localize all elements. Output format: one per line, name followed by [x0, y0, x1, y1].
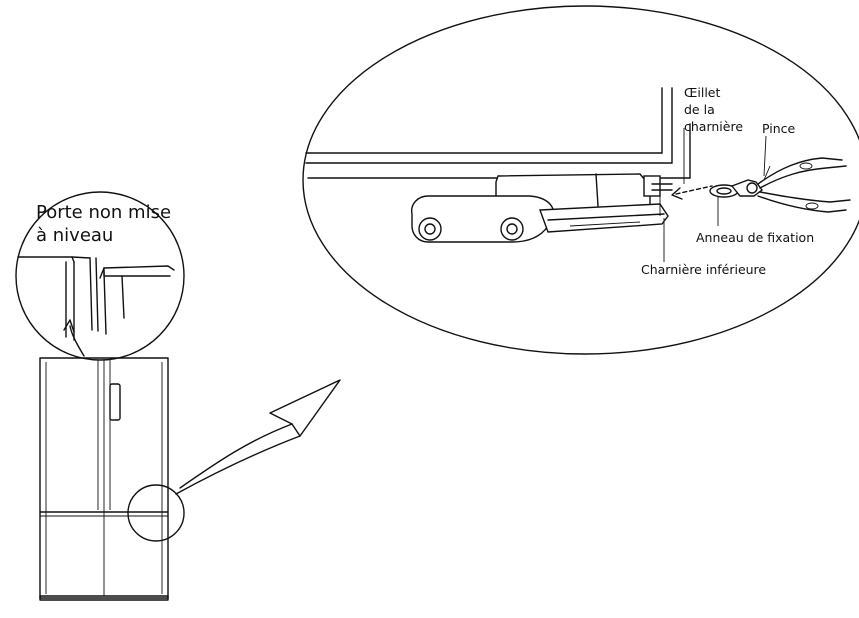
arrow-to-large-detail	[175, 379, 341, 495]
fridge-display-panel	[109, 383, 121, 421]
removal-direction-arrow	[675, 185, 713, 195]
refrigerator	[39, 357, 169, 601]
retaining-ring-label: Anneau de fixation	[696, 230, 814, 245]
detail-circle-small	[15, 191, 185, 361]
hinge-eyelet-label-line1: Œillet	[684, 85, 720, 100]
hinge-highlight-circle	[127, 484, 185, 542]
fridge-body	[39, 357, 169, 599]
door-not-level-label-line1: Porte non mise	[36, 202, 171, 223]
fridge-base	[39, 595, 169, 601]
uneven-door-detail: Porte non mise à niveau	[15, 191, 185, 361]
removal-arrow-head	[671, 187, 683, 200]
door-not-level-label-line2: à niveau	[36, 225, 113, 246]
pliers	[730, 157, 851, 213]
detail-ellipse-large	[302, 5, 859, 355]
lower-hinge-label: Charnière inférieure	[641, 262, 766, 277]
door-bottom-edge	[305, 87, 691, 179]
hinge-eyelet-label-line2: de la	[684, 102, 715, 117]
arrow-head-small	[63, 319, 75, 333]
hinge-eyelet-label-line3: charnière	[684, 119, 743, 134]
arrow-to-small-detail	[69, 325, 85, 357]
lower-hinge	[411, 173, 673, 243]
uneven-door-tops	[17, 256, 175, 341]
pliers-label: Pince	[762, 121, 796, 136]
leader-pliers	[763, 135, 767, 177]
lower-hinge-detail: Œillet de la charnière Pince Anneau de f…	[302, 5, 859, 355]
